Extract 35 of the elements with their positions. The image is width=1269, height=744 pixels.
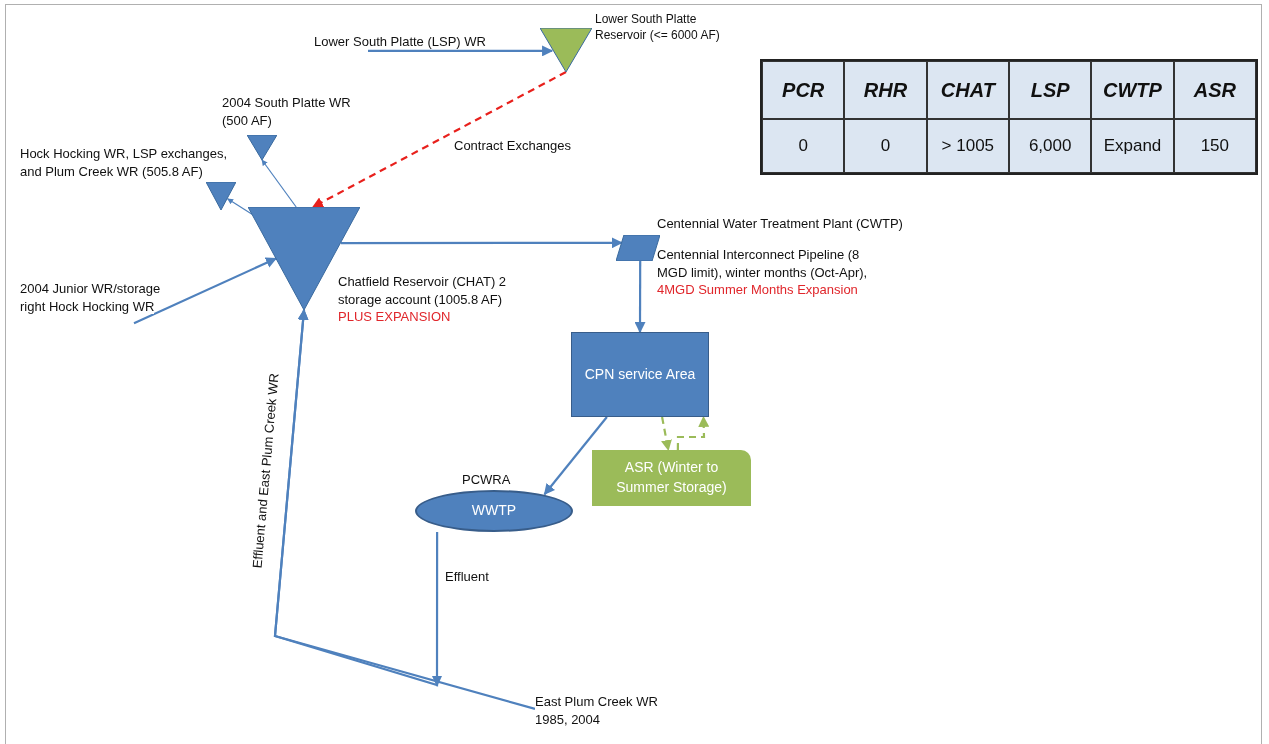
triangle-symbol <box>206 182 236 210</box>
table-cell: > 1005 <box>926 119 1009 173</box>
reservoir-label: Centennial Interconnect Pipeline (8 MGD limit), winter months (Oct-Apr), 4MGD Summer Months Expansion <box>657 246 869 299</box>
flow-arrow <box>543 416 608 496</box>
table-header: LSP <box>1009 61 1092 119</box>
triangle-symbol <box>540 28 592 72</box>
table-cell: 0 <box>762 119 845 173</box>
table-header: ASR <box>1173 61 1256 119</box>
flow-arrow <box>133 257 277 325</box>
triangle-symbol <box>247 135 277 160</box>
table-cell: 150 <box>1173 119 1256 173</box>
table-header: CHAT <box>926 61 1009 119</box>
table-header: CWTP <box>1091 61 1174 119</box>
reservoir-label: Chatfield Reservoir (CHAT) 2 storage account (1005.8 AF) PLUS EXPANSION <box>338 273 508 326</box>
table-cell: Expand <box>1091 119 1174 173</box>
dashed-arrow <box>661 416 672 452</box>
table-cell: 6,000 <box>1009 119 1092 173</box>
area-box: CPN service Area <box>571 332 709 417</box>
reservoir-label: 2004 South Platte WR (500 AF) <box>222 94 352 130</box>
flow-arrow <box>261 159 297 208</box>
reservoir-label: Hock Hocking WR, LSP exchanges, and Plum Creek WR (505.8 AF) <box>20 145 229 181</box>
table-cell: 0 <box>844 119 927 173</box>
table-header: RHR <box>844 61 927 119</box>
flow-arrow <box>368 45 554 57</box>
table-header: PCR <box>762 61 845 119</box>
reservoir-label: Lower South Platte Reservoir (<= 6000 AF) <box>595 11 721 44</box>
dashed-arrow <box>676 415 710 450</box>
reservoir-label: PCWRA <box>462 471 512 489</box>
dashed-arrow <box>312 71 567 208</box>
flow-arrow <box>340 237 623 249</box>
plant-ellipse: WWTP <box>415 490 573 532</box>
reservoir-label: Centennial Water Treatment Plant (CWTP) <box>657 215 904 233</box>
area-box: ASR (Winter to Summer Storage) <box>592 450 751 506</box>
flow-arrow <box>273 308 439 687</box>
flow-arrow <box>634 261 646 334</box>
